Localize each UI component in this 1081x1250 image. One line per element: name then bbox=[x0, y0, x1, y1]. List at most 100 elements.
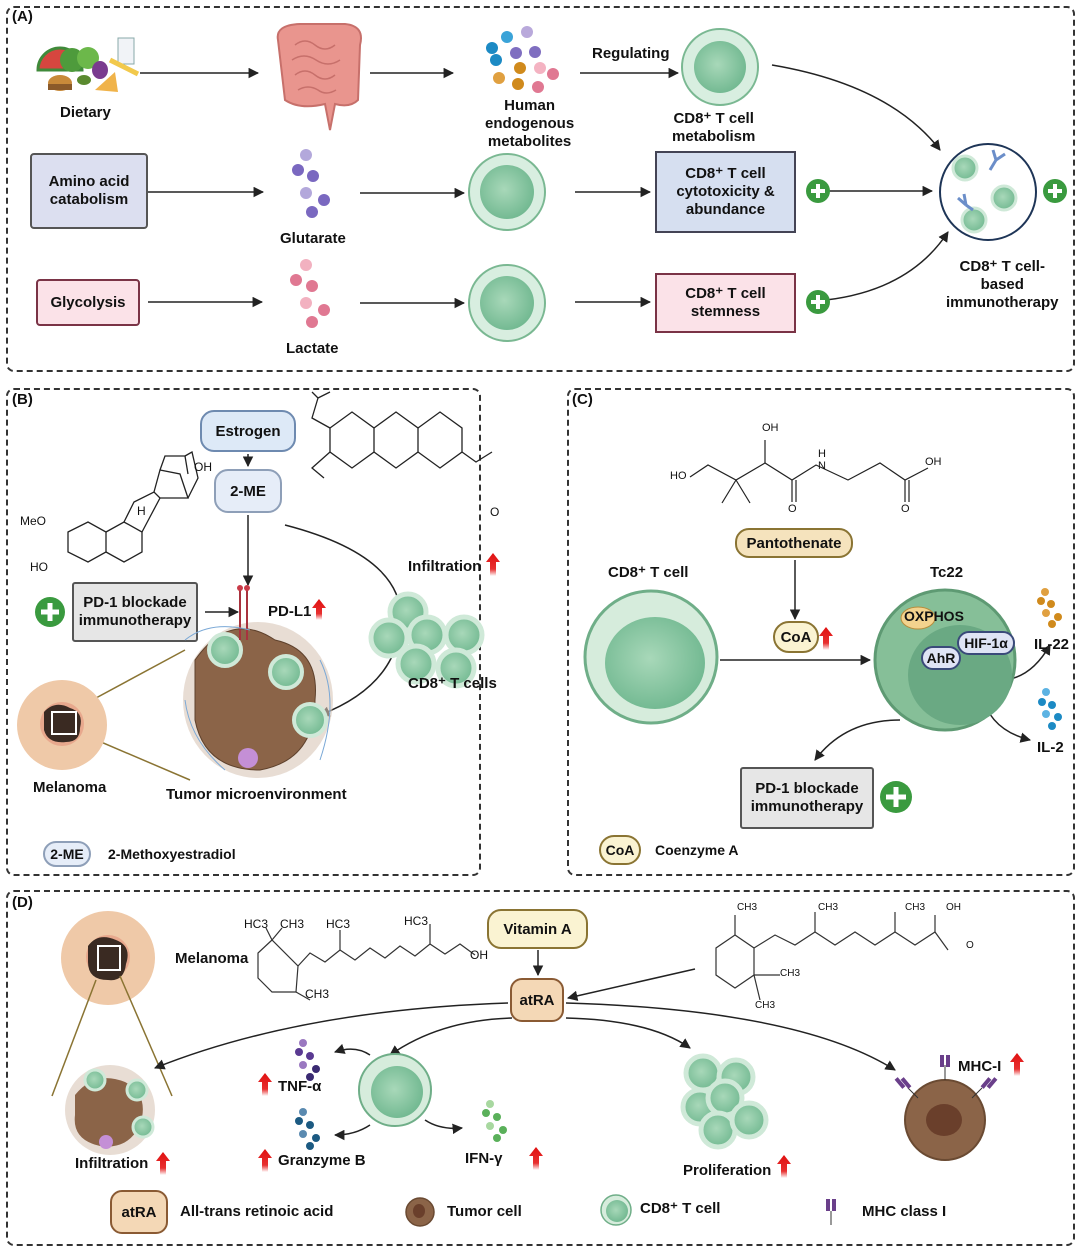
plus-icon bbox=[806, 290, 830, 314]
ifn-label: IFN-γ bbox=[465, 1150, 503, 1167]
plus-icon bbox=[806, 179, 830, 203]
glycolysis-box: Glycolysis bbox=[36, 279, 140, 326]
vitamin-a-box: Vitamin A bbox=[487, 909, 588, 949]
legend-coa-pill: CoA bbox=[599, 835, 641, 865]
il2-label: IL-2 bbox=[1037, 739, 1064, 756]
oxphos-label: OXPHOS bbox=[904, 608, 964, 624]
pantothenate-box: Pantothenate bbox=[735, 528, 853, 558]
legend-tumor-cell-label: Tumor cell bbox=[447, 1203, 522, 1220]
dietary-label: Dietary bbox=[60, 104, 111, 121]
proliferation-label: Proliferation bbox=[683, 1162, 772, 1179]
o-label: O bbox=[966, 940, 974, 951]
hc3-label: HC3 bbox=[244, 917, 269, 931]
coa-box: CoA bbox=[773, 621, 819, 653]
o-label: O bbox=[490, 505, 500, 519]
tumor-microenvironment-label: Tumor microenvironment bbox=[166, 786, 347, 803]
pdl1-label: PD-L1 bbox=[268, 603, 312, 620]
ho-label: HO bbox=[670, 470, 687, 482]
estrogen-box: Estrogen bbox=[200, 410, 296, 452]
h-label: H bbox=[137, 504, 146, 518]
cd8-t-cell-label-c: CD8⁺ T cell bbox=[608, 564, 689, 581]
oh-label: OH bbox=[194, 460, 212, 474]
granzyme-label: Granzyme B bbox=[278, 1152, 366, 1169]
glutarate-label: Glutarate bbox=[280, 230, 346, 247]
legend-coa-label: Coenzyme A bbox=[655, 842, 739, 858]
meo-label: MeO bbox=[20, 514, 47, 528]
ch3-label: CH3 bbox=[280, 917, 305, 931]
plus-icon bbox=[1043, 179, 1067, 203]
n-label: N bbox=[818, 460, 826, 472]
cd8-metabolism-label: CD8⁺ T cell metabolism bbox=[672, 110, 756, 145]
legend-2me-pill: 2-ME bbox=[43, 841, 91, 867]
ch3-label: CH3 bbox=[905, 902, 926, 913]
legend-2me-label: 2-Methoxyestradiol bbox=[108, 846, 236, 862]
hif-1a-box: HIF-1α bbox=[957, 631, 1015, 655]
cd8-t-cell-glutarate-icon bbox=[468, 153, 546, 231]
legend-cd8-t-cell-label: CD8⁺ T cell bbox=[640, 1200, 721, 1217]
legend-mhc-class-i-label: MHC class I bbox=[862, 1203, 947, 1220]
ch3-label: CH3 bbox=[305, 987, 330, 1001]
legend-atra-label: All-trans retinoic acid bbox=[180, 1203, 334, 1220]
panel-d-label: (D) bbox=[12, 894, 33, 911]
ch3-label: CH3 bbox=[780, 968, 801, 979]
o-label: O bbox=[901, 503, 910, 515]
hc3-label: HC3 bbox=[326, 917, 351, 931]
ahr-box: AhR bbox=[921, 646, 961, 670]
o-label: O bbox=[788, 503, 797, 515]
infiltration-label-d: Infiltration bbox=[75, 1155, 149, 1172]
hc3-label: HC3 bbox=[404, 914, 429, 928]
oh-label: OH bbox=[946, 902, 961, 913]
panel-b-label: (B) bbox=[12, 391, 33, 408]
oh-label: OH bbox=[762, 422, 779, 434]
ch3-label: CH3 bbox=[818, 902, 839, 913]
lactate-label: Lactate bbox=[286, 340, 339, 357]
mhc-i-label: MHC-I bbox=[958, 1058, 1002, 1075]
oh-label: OH bbox=[925, 456, 942, 468]
two-me-box: 2-ME bbox=[214, 469, 282, 513]
il22-label: IL-22 bbox=[1034, 636, 1070, 653]
ch3-label: CH3 bbox=[755, 1000, 776, 1011]
human-metabolites-label: Human endogenous metabolites bbox=[485, 97, 575, 150]
panel-c bbox=[567, 388, 1075, 876]
oh-label: OH bbox=[470, 948, 488, 962]
regulating-label: Regulating bbox=[592, 45, 670, 62]
cd8-t-cells-label: CD8⁺ T cells bbox=[408, 675, 497, 692]
melanoma-label-b: Melanoma bbox=[33, 779, 107, 796]
cd8-t-cell-metabolism-icon bbox=[681, 28, 759, 106]
